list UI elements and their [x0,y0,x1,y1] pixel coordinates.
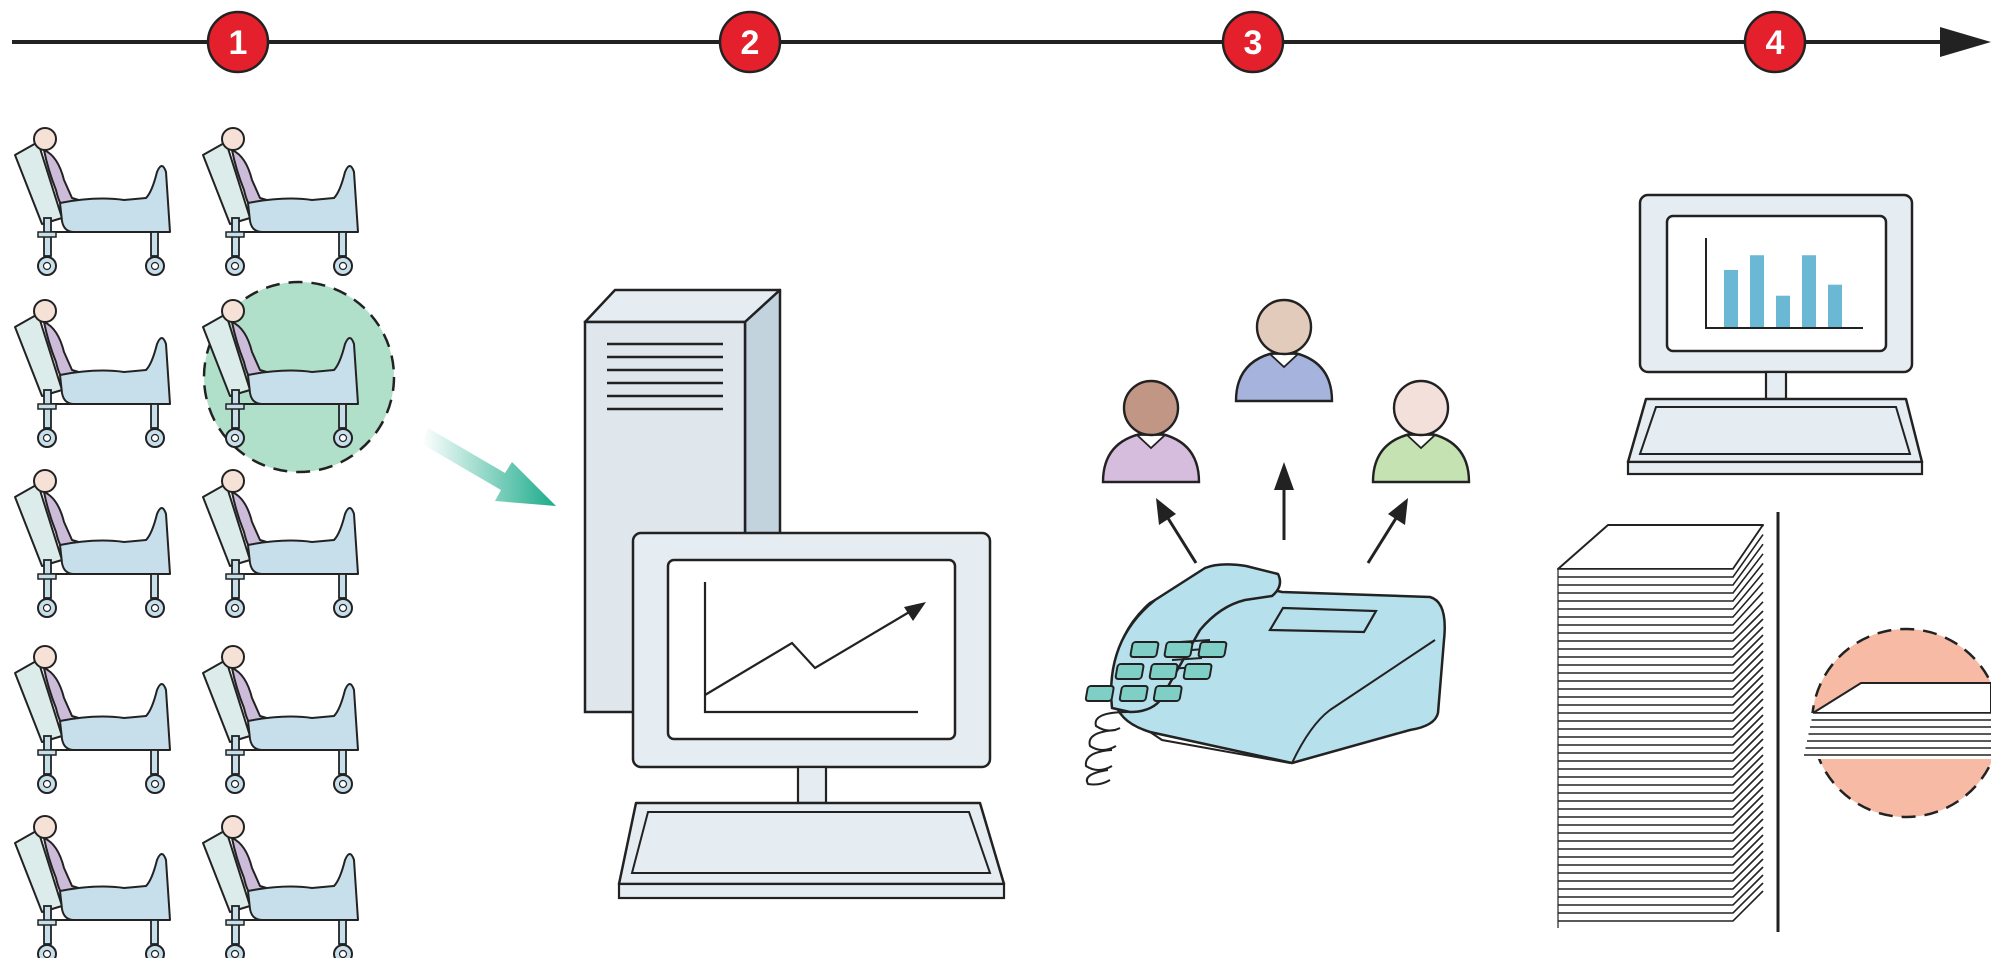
timeline-arrowhead [1940,27,1991,57]
chart-bar [1828,284,1842,327]
step-badge-4: 4 [1743,10,1807,74]
step-badge-2: 2 [718,10,782,74]
step-number: 4 [1766,24,1785,62]
transfer-arrow-icon [422,428,556,506]
hospital-bed-icon [14,645,171,794]
stage-3-contact [1084,298,1471,786]
person-icon [1371,379,1471,484]
contact-arrows [1156,462,1408,564]
step-number: 2 [741,24,760,62]
chart-bar [1750,255,1764,327]
hospital-bed-icon [202,815,359,958]
analysis-bar-chart [1724,255,1842,327]
hospital-bed-icon [202,469,359,618]
hospital-bed-icon [14,815,171,958]
hospital-bed-icon [202,127,359,276]
chart-bar [1724,269,1738,327]
stage-1-patients [14,127,396,958]
chart-bar [1802,255,1816,327]
hospital-bed-icon [202,645,359,794]
hospital-bed-icon [14,469,171,618]
step-badge-3: 3 [1221,10,1285,74]
person-icon [1234,298,1334,403]
chart-bar [1776,295,1790,327]
timeline: 1 2 3 4 [12,10,1991,74]
computer-icon [1626,193,1924,476]
paper-stack-icon [1801,682,1991,759]
paper-stack-icon [1557,524,1764,928]
person-icon [1101,379,1201,484]
step-number: 1 [229,24,248,62]
computer-icon [583,288,1006,900]
step-badge-1: 1 [206,10,270,74]
hospital-bed-icon [14,127,171,276]
stage-4-analysis [1557,193,1991,932]
hospital-bed-icon [14,299,171,448]
telephone-icon [1084,563,1446,786]
step-number: 3 [1244,24,1263,62]
